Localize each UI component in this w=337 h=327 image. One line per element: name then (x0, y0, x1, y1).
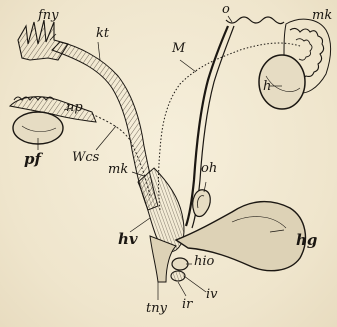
label-hv: hv (118, 232, 138, 247)
lower-bodies (171, 258, 188, 281)
label-hio: hio (194, 255, 214, 268)
label-o: o (222, 3, 230, 16)
label-h: h (263, 80, 271, 93)
label-np: np (66, 101, 83, 114)
label-M: M (172, 42, 185, 55)
label-wcs: Wcs (72, 151, 99, 164)
label-hg: hg (296, 233, 317, 248)
label-mk-mid: mk (108, 163, 128, 176)
upper-funnel (18, 20, 68, 60)
label-tny: tny (146, 302, 167, 315)
label-pf: pf (24, 152, 41, 167)
label-mk-top: mk (312, 9, 332, 22)
label-fny: fny (38, 9, 59, 22)
label-oh: oh (201, 162, 217, 175)
label-ir: ir (182, 298, 192, 311)
label-iv: iv (206, 288, 218, 301)
small-loop (193, 190, 211, 217)
label-kt: kt (96, 27, 109, 40)
right-upper-organ (259, 19, 331, 109)
